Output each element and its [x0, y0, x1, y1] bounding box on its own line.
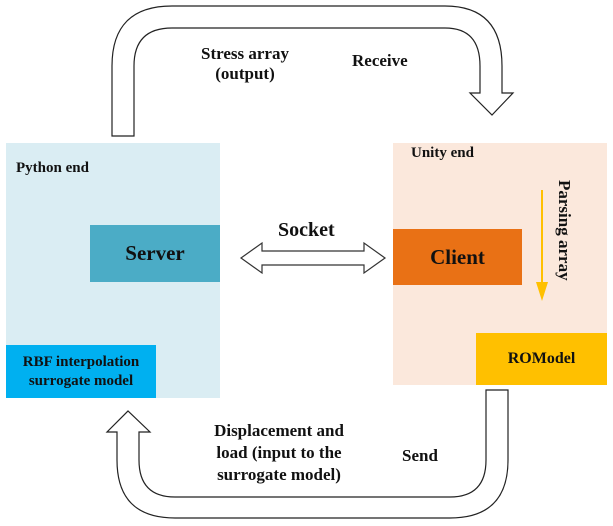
rbf-label-line2: surrogate model: [28, 372, 134, 389]
displacement-load-label: Displacement and load (input to the surr…: [193, 420, 365, 486]
top-flow-arrow: [111, 5, 515, 137]
python-end-label: Python end: [16, 160, 89, 176]
bottom-flow-arrow: [105, 389, 509, 519]
client-label: Client: [430, 244, 485, 269]
stress-array-line2: (output): [215, 64, 275, 83]
send-label: Send: [402, 446, 438, 465]
stress-array-label: Stress array (output): [190, 44, 300, 84]
romodel-label: ROModel: [507, 350, 576, 367]
rbf-surrogate-block: RBF interpolation surrogate model: [6, 345, 156, 398]
socket-label: Socket: [278, 219, 335, 241]
parsing-arrow-head: [536, 282, 548, 301]
parsing-array-label: Parsing array: [555, 180, 574, 281]
client-block: Client: [393, 229, 522, 285]
displacement-line2: load (input to the: [216, 443, 342, 462]
displacement-line1: Displacement and: [214, 421, 344, 440]
server-block: Server: [90, 225, 220, 282]
socket-double-arrow: [239, 241, 387, 275]
romodel-block: ROModel: [476, 333, 607, 385]
rbf-label-line1: RBF interpolation: [22, 353, 140, 370]
displacement-line3: surrogate model): [217, 465, 341, 484]
receive-label: Receive: [352, 51, 408, 70]
stress-array-line1: Stress array: [201, 44, 289, 63]
server-label: Server: [125, 241, 185, 265]
unity-end-label: Unity end: [411, 145, 474, 161]
